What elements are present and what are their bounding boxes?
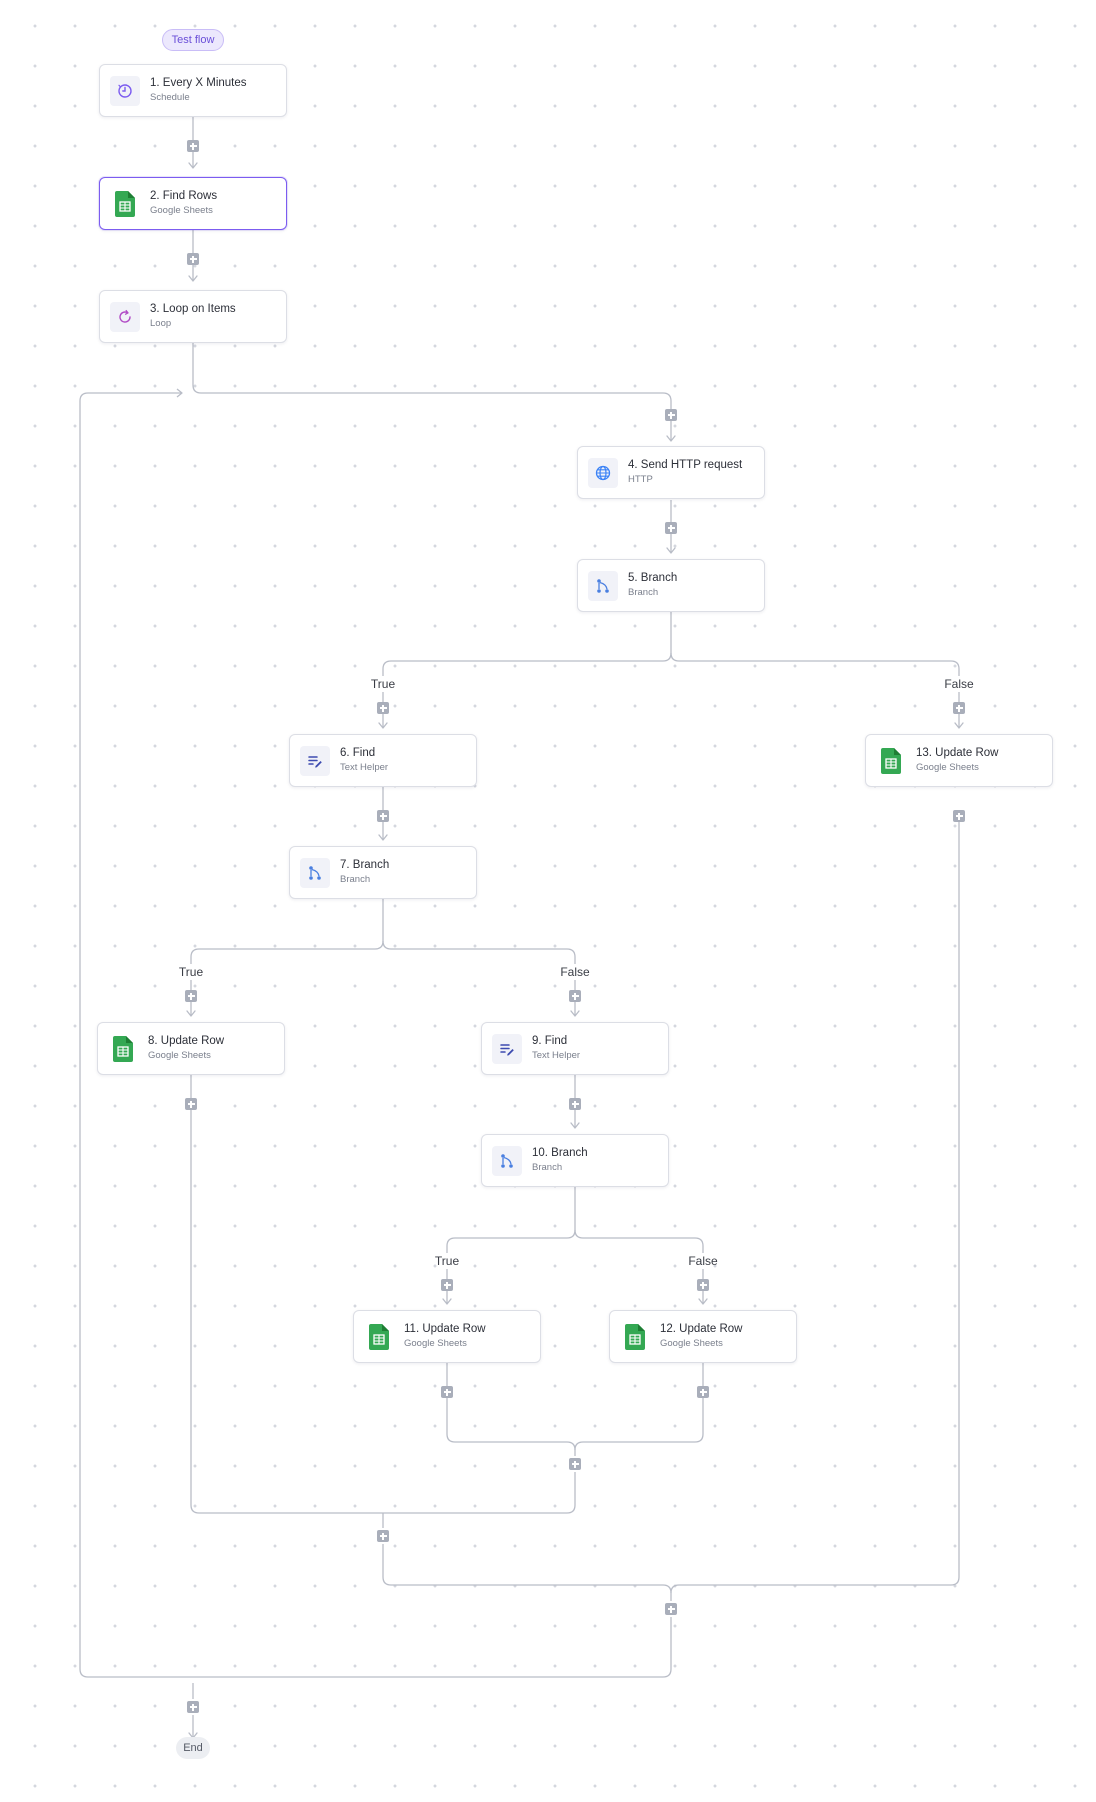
step-title: 1. Every X Minutes <box>150 77 247 89</box>
step-node-send-http-request[interactable]: 4. Send HTTP request HTTP <box>577 446 765 499</box>
step-title: 8. Update Row <box>148 1035 225 1047</box>
add-step-button[interactable] <box>377 810 389 822</box>
branch-label-false: False <box>944 677 974 691</box>
step-title: 10. Branch <box>532 1147 588 1159</box>
add-step-button[interactable] <box>697 1279 709 1291</box>
google-sheets-icon <box>110 189 140 219</box>
step-subtitle: Google Sheets <box>148 1050 211 1061</box>
add-step-button[interactable] <box>187 140 199 152</box>
step-subtitle: Google Sheets <box>404 1338 467 1349</box>
step-node-branch-5[interactable]: 5. Branch Branch <box>577 559 765 612</box>
add-step-button[interactable] <box>953 810 965 822</box>
step-title: 2. Find Rows <box>150 190 218 202</box>
step-node-update-row-12[interactable]: 12. Update Row Google Sheets <box>609 1310 797 1363</box>
google-sheets-icon <box>108 1034 138 1064</box>
step-subtitle: Text Helper <box>340 762 389 773</box>
add-step-button[interactable] <box>569 1098 581 1110</box>
step-node-update-row-11[interactable]: 11. Update Row Google Sheets <box>353 1310 541 1363</box>
step-node-update-row-13[interactable]: 13. Update Row Google Sheets <box>865 734 1053 787</box>
loop-icon <box>110 301 140 332</box>
branch-icon <box>300 857 330 888</box>
branch-label-true: True <box>434 1254 460 1268</box>
branch-icon <box>492 1145 522 1176</box>
add-step-button[interactable] <box>377 1530 389 1542</box>
add-step-button[interactable] <box>377 702 389 714</box>
add-step-button[interactable] <box>697 1386 709 1398</box>
add-step-button[interactable] <box>441 1279 453 1291</box>
test-flow-button[interactable]: Test flow <box>162 29 224 51</box>
step-title: 12. Update Row <box>660 1323 743 1335</box>
text-helper-icon <box>492 1033 522 1064</box>
step-node-branch-10[interactable]: 10. Branch Branch <box>481 1134 669 1187</box>
step-title: 5. Branch <box>628 572 678 584</box>
step-subtitle: Google Sheets <box>150 205 213 216</box>
google-sheets-icon <box>364 1322 394 1352</box>
add-step-button[interactable] <box>569 990 581 1002</box>
step-subtitle: Branch <box>628 587 659 598</box>
end-marker: End <box>176 1737 210 1759</box>
add-step-button[interactable] <box>441 1386 453 1398</box>
branch-label-false: False <box>560 965 590 979</box>
step-subtitle: Loop <box>150 318 172 329</box>
add-step-button[interactable] <box>569 1458 581 1470</box>
add-step-button[interactable] <box>187 1701 199 1713</box>
step-title: 4. Send HTTP request <box>628 459 743 471</box>
step-subtitle: Branch <box>532 1162 563 1173</box>
step-title: 11. Update Row <box>404 1323 486 1335</box>
schedule-icon <box>110 75 140 106</box>
step-subtitle: Google Sheets <box>916 762 979 773</box>
step-subtitle: Schedule <box>150 92 190 103</box>
step-node-loop-on-items[interactable]: 3. Loop on Items Loop <box>99 290 287 343</box>
step-node-branch-7[interactable]: 7. Branch Branch <box>289 846 477 899</box>
google-sheets-icon <box>620 1322 650 1352</box>
step-node-find-6[interactable]: 6. Find Text Helper <box>289 734 477 787</box>
text-helper-icon <box>300 745 330 776</box>
step-subtitle: Text Helper <box>532 1050 581 1061</box>
step-subtitle: Google Sheets <box>660 1338 723 1349</box>
add-step-button[interactable] <box>953 702 965 714</box>
branch-label-true: True <box>370 677 396 691</box>
step-title: 6. Find <box>340 747 376 759</box>
branch-label-true: True <box>178 965 204 979</box>
step-subtitle: Branch <box>340 874 371 885</box>
step-title: 9. Find <box>532 1035 568 1047</box>
globe-icon <box>588 457 618 488</box>
google-sheets-icon <box>876 746 906 776</box>
add-step-button[interactable] <box>665 1603 677 1615</box>
branch-icon <box>588 570 618 601</box>
step-node-update-row-8[interactable]: 8. Update Row Google Sheets <box>97 1022 285 1075</box>
add-step-button[interactable] <box>185 990 197 1002</box>
step-title: 3. Loop on Items <box>150 303 236 315</box>
add-step-button[interactable] <box>665 409 677 421</box>
step-node-find-rows[interactable]: 2. Find Rows Google Sheets <box>99 177 287 230</box>
step-title: 13. Update Row <box>916 747 999 759</box>
add-step-button[interactable] <box>187 253 199 265</box>
step-node-every-x-minutes[interactable]: 1. Every X Minutes Schedule <box>99 64 287 117</box>
step-title: 7. Branch <box>340 859 390 871</box>
add-step-button[interactable] <box>185 1098 197 1110</box>
step-node-find-9[interactable]: 9. Find Text Helper <box>481 1022 669 1075</box>
step-subtitle: HTTP <box>628 474 653 485</box>
add-step-button[interactable] <box>665 522 677 534</box>
branch-label-false: False <box>688 1254 718 1268</box>
